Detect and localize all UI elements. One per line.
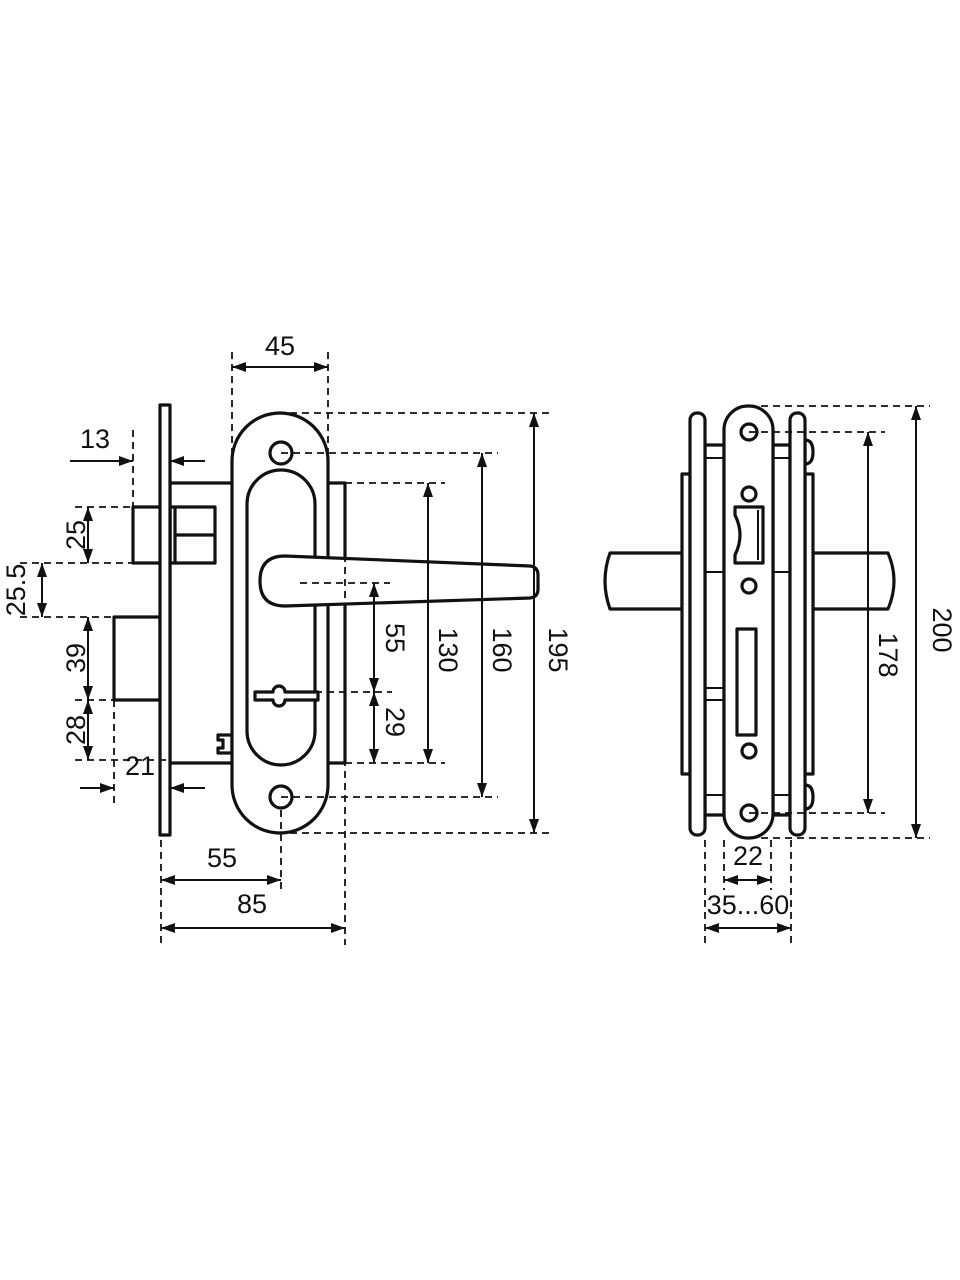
left-lever — [603, 551, 684, 611]
bolt-opening — [735, 627, 758, 737]
dim-latch-projection: 13 — [80, 424, 110, 454]
dim-body-height: 130 — [433, 627, 463, 672]
latch-opening — [733, 505, 765, 565]
right-lever — [811, 551, 896, 611]
dim-latch-to-bolt: 25.5 — [1, 564, 31, 617]
lever-handle — [258, 554, 540, 608]
screw-hole-top — [268, 440, 294, 466]
side-faceplate — [722, 404, 775, 840]
escutcheon-slot — [245, 468, 317, 767]
screw-hole-bottom — [268, 784, 294, 810]
dim-bolt-projection: 21 — [125, 751, 155, 781]
faceplate — [158, 403, 172, 837]
dim-escutcheon-width: 45 — [265, 331, 295, 361]
dim-handle-to-key: 55 — [380, 623, 410, 653]
dim-door-thickness: 35...60 — [707, 890, 790, 920]
front-view: 45 13 25 25.5 39 28 21 55 85 55 29 130 1… — [1, 331, 573, 945]
dim-faceplate-height: 200 — [927, 607, 957, 652]
dim-escutcheon-height: 195 — [543, 627, 573, 672]
dim-screw-spacing-front: 160 — [487, 627, 517, 672]
left-spacer — [703, 443, 726, 817]
right-escutcheon — [788, 411, 807, 837]
dim-bolt-height: 39 — [61, 643, 91, 673]
dim-bolt-to-body: 28 — [61, 715, 91, 745]
dim-latch-height: 25 — [61, 520, 91, 550]
front-dimensions — [20, 352, 552, 945]
side-view: 178 200 22 35...60 — [603, 404, 957, 945]
left-escutcheon — [688, 411, 707, 837]
dim-key-to-body: 29 — [380, 707, 410, 737]
dim-backset: 55 — [207, 843, 237, 873]
escutcheon — [230, 411, 330, 835]
keyhole — [253, 684, 320, 708]
right-spacer — [771, 443, 792, 817]
dim-faceplate-width: 22 — [733, 841, 763, 871]
side-dimensions — [704, 405, 930, 945]
dim-screw-spacing-side: 178 — [873, 632, 903, 677]
dim-body-depth: 85 — [237, 889, 267, 919]
dead-bolt — [112, 615, 162, 702]
